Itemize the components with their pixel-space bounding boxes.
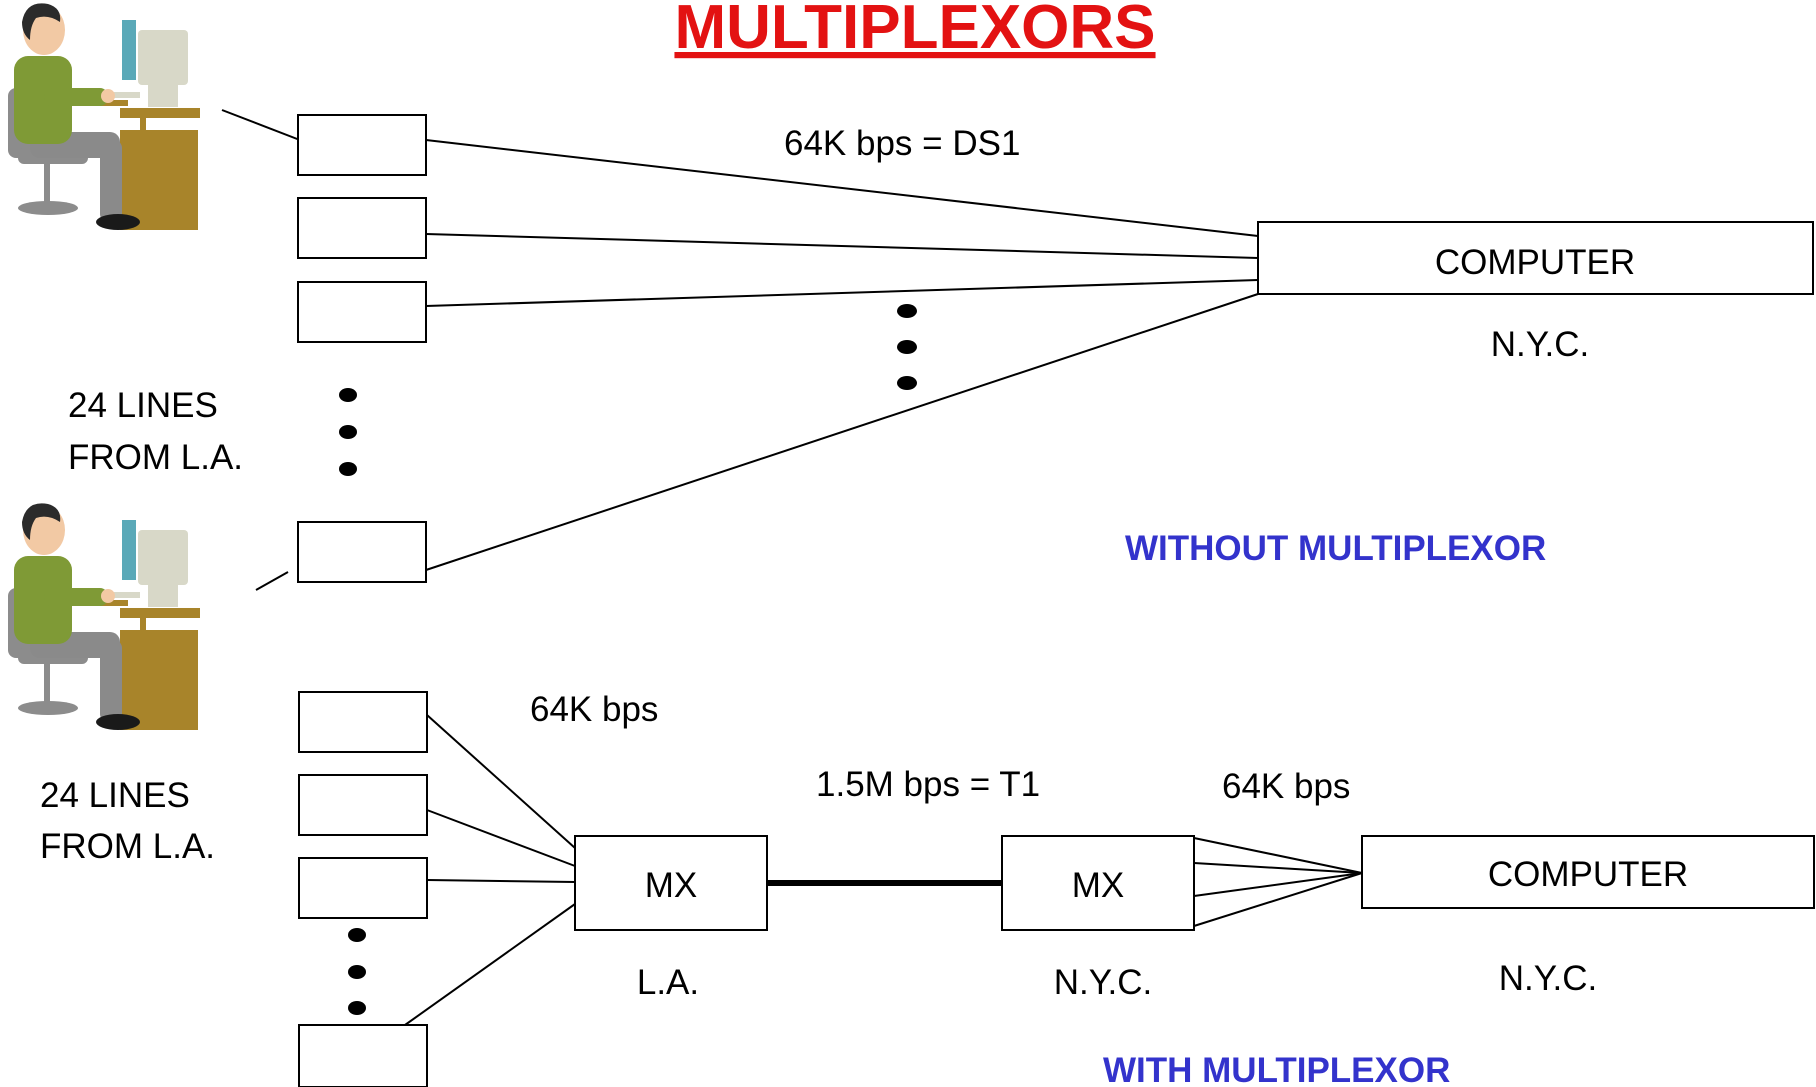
- connection-line: [426, 879, 576, 883]
- computer-label: COMPUTER: [1488, 855, 1688, 894]
- connection-line: [1193, 872, 1363, 897]
- bottom-diagram: MX L.A. MX N.Y.C. COMPUTER N.Y.C. 24 LIN…: [40, 690, 1815, 1087]
- ellipsis-dots: [897, 304, 917, 390]
- connection-line: [1193, 837, 1363, 874]
- trunk-label: 1.5M bps = T1: [816, 765, 1040, 804]
- connection-line: [425, 233, 1259, 259]
- connection-line: [426, 714, 576, 849]
- lines-label: 24 LINES: [40, 776, 190, 815]
- mx-box-nyc: [1001, 835, 1195, 931]
- person-at-computer-icon: [8, 503, 200, 730]
- mx-label: MX: [1072, 866, 1125, 905]
- connection-line: [425, 279, 1259, 307]
- terminal-box: [297, 281, 427, 343]
- input-rate-label: 64K bps: [530, 690, 658, 729]
- mx-location: L.A.: [637, 963, 699, 1002]
- output-rate-label: 64K bps: [1222, 767, 1350, 806]
- link-label: 64K bps = DS1: [784, 124, 1020, 163]
- top-diagram: COMPUTER N.Y.C. 64K bps = DS1 24 LINES F…: [8, 3, 1814, 583]
- connection-line: [425, 139, 1259, 237]
- mx-location: N.Y.C.: [1054, 963, 1153, 1002]
- mx-label: MX: [645, 866, 698, 905]
- connection-line: [1193, 862, 1363, 874]
- user-connector: [221, 109, 306, 143]
- terminal-box: [297, 521, 427, 583]
- terminal-box: [298, 857, 428, 919]
- connection-line: [1193, 872, 1363, 927]
- connection-line: [425, 293, 1259, 571]
- ellipsis-dots: [339, 388, 357, 476]
- page-title: MULTIPLEXORS: [674, 0, 1155, 62]
- computer-label: COMPUTER: [1435, 243, 1635, 282]
- terminal-box: [298, 1024, 428, 1087]
- terminal-box: [298, 691, 428, 753]
- computer-box: [1361, 835, 1815, 909]
- mx-box-la: [574, 835, 768, 931]
- computer-location: N.Y.C.: [1491, 325, 1590, 364]
- section-label: WITHOUT MULTIPLEXOR: [1125, 529, 1546, 568]
- connection-line: [404, 903, 576, 1026]
- computer-location: N.Y.C.: [1499, 959, 1598, 998]
- terminal-box: [298, 774, 428, 836]
- connection-line: [426, 809, 576, 867]
- computer-box: [1257, 221, 1814, 295]
- terminal-box: [297, 114, 427, 176]
- section-label: WITH MULTIPLEXOR: [1103, 1051, 1450, 1087]
- person-at-computer-icon: [8, 3, 200, 231]
- lines-label: FROM L.A.: [40, 827, 215, 866]
- terminal-box: [297, 197, 427, 259]
- lines-label: 24 LINES: [68, 386, 218, 425]
- ellipsis-dots: [348, 928, 366, 1015]
- user-connector: [255, 571, 289, 591]
- lines-label: FROM L.A.: [68, 438, 243, 477]
